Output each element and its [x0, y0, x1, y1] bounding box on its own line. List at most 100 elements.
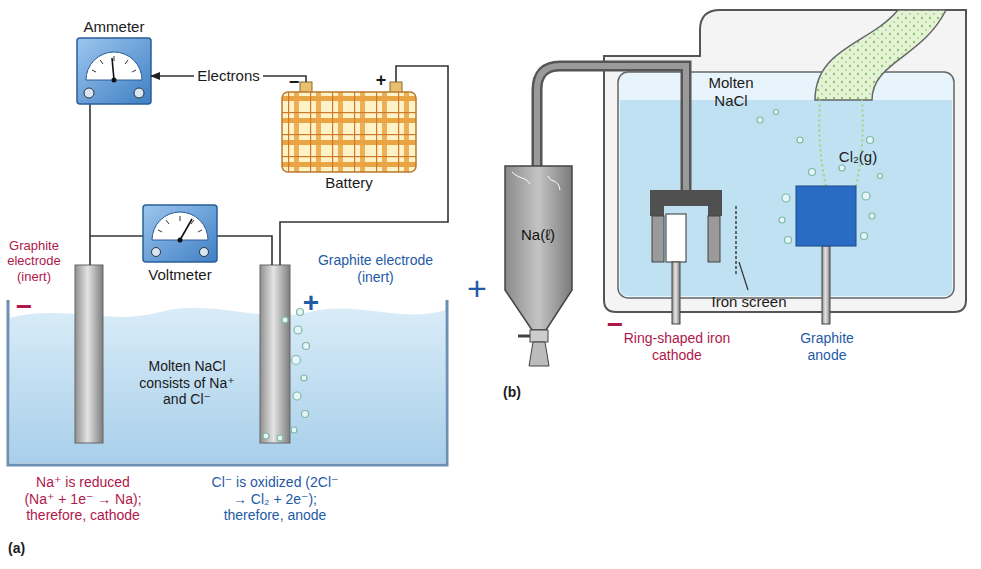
wire	[89, 100, 91, 265]
polarity-sign: −	[604, 308, 626, 341]
gas-bubble	[869, 213, 875, 219]
voltmeter-symbol	[180, 219, 192, 240]
gas-bubble	[878, 174, 883, 179]
wire	[90, 66, 448, 265]
gas-bubble	[294, 326, 302, 334]
sodium-collector	[708, 216, 720, 262]
voltmeter-symbol	[152, 212, 208, 240]
gas-bubble	[809, 169, 816, 176]
gas-bubble	[297, 309, 304, 316]
ammeter-symbol	[134, 88, 144, 98]
ammeter-symbol	[77, 38, 151, 104]
gas-bubble	[301, 375, 307, 381]
chlorine-outlet	[819, 100, 863, 186]
gas-bubble	[797, 137, 803, 143]
chlorine-outlet	[815, 10, 946, 186]
anode-note: Cl⁻ is oxidized (2Cl⁻ → Cl₂ + 2e⁻); ther…	[210, 474, 340, 524]
polarity-sign: +	[300, 286, 322, 319]
gas-bubble	[263, 309, 310, 442]
sodium-container	[529, 342, 549, 366]
ammeter-symbol	[86, 52, 142, 80]
panel-letter: (b)	[503, 384, 533, 401]
sodium-collector	[666, 214, 686, 262]
gas-bubble	[293, 392, 301, 400]
chlorine-outlet	[815, 10, 946, 100]
ammeter-symbol	[112, 78, 117, 83]
gas-bubble	[277, 435, 283, 441]
battery-symbol	[282, 92, 416, 172]
iron-screen	[739, 262, 748, 290]
cell-housing	[620, 100, 952, 296]
battery: − + Battery	[282, 72, 416, 192]
polarity-sign: −	[14, 290, 34, 323]
product-label: Na(ℓ)	[508, 226, 568, 244]
ammeter-label: Ammeter	[77, 18, 151, 36]
gas-bubble	[291, 427, 297, 433]
panel-letter: (a)	[8, 540, 38, 557]
gas-bubble	[263, 433, 269, 439]
voltmeter-label: Voltmeter	[143, 266, 217, 284]
sodium-container	[505, 166, 572, 366]
terminal-sign: −	[287, 72, 301, 93]
electrode-rod	[75, 265, 290, 443]
cathode-note: Na⁺ is reduced (Na⁺ + 1e⁻ → Na); therefo…	[22, 474, 144, 524]
voltmeter-symbol	[158, 216, 202, 232]
gas-bubble	[862, 192, 870, 200]
gas-label: Cl₂(g)	[828, 148, 888, 166]
sodium-container	[512, 172, 560, 190]
ammeter: Ammeter	[77, 18, 151, 104]
sodium-collector	[652, 216, 664, 262]
cathode-label: Ring-shaped iron cathode	[606, 330, 748, 363]
voltmeter-symbol	[178, 238, 183, 243]
gas-bubble	[779, 217, 785, 223]
gas-bubble	[757, 110, 883, 244]
combine-sign: +	[464, 268, 490, 308]
ammeter-symbol	[77, 38, 151, 104]
electrode-rod	[822, 246, 830, 324]
electrode-rod	[672, 262, 680, 324]
ammeter-symbol	[84, 88, 94, 98]
gas-bubble	[292, 356, 301, 365]
gas-bubble	[303, 343, 310, 350]
sodium-container	[518, 335, 530, 338]
beaker	[8, 300, 447, 465]
part-label: Iron screen	[704, 293, 794, 311]
ammeter-symbol	[112, 58, 114, 80]
flow-label: Electrons	[194, 68, 263, 85]
cell-housing	[604, 10, 966, 312]
gas-bubble	[867, 137, 874, 144]
iron-screen	[736, 206, 748, 290]
gas-bubble	[774, 110, 779, 115]
iron-screen	[735, 206, 736, 276]
cell-housing	[618, 72, 954, 298]
cell-housing	[604, 10, 966, 312]
wire	[280, 66, 448, 265]
voltmeter-symbol	[143, 205, 217, 262]
battery-symbol	[282, 82, 416, 172]
electrode-label: Graphite electrode (inert)	[2, 238, 66, 284]
electrode-rod	[672, 186, 856, 324]
beaker	[8, 300, 447, 465]
wire	[90, 235, 143, 237]
voltmeter-symbol	[143, 205, 217, 262]
gas-bubble	[302, 411, 309, 418]
gas-bubble	[782, 194, 790, 202]
gas-bubble	[282, 317, 288, 323]
sodium-container	[530, 330, 548, 342]
sodium-collector	[650, 190, 722, 216]
gas-bubble	[861, 233, 868, 240]
gas-bubble	[785, 237, 792, 244]
electrode-rod	[796, 186, 856, 246]
sodium-collector	[650, 190, 722, 262]
voltmeter-symbol	[200, 248, 209, 257]
voltmeter-symbol	[152, 248, 161, 257]
terminal-sign: +	[374, 70, 388, 91]
sodium-container	[505, 166, 572, 330]
melt-label: Molten NaCl	[700, 74, 762, 109]
melt-label: Molten NaCl consists of Na⁺ and Cl⁻	[128, 358, 246, 408]
battery-label: Battery	[282, 174, 416, 192]
